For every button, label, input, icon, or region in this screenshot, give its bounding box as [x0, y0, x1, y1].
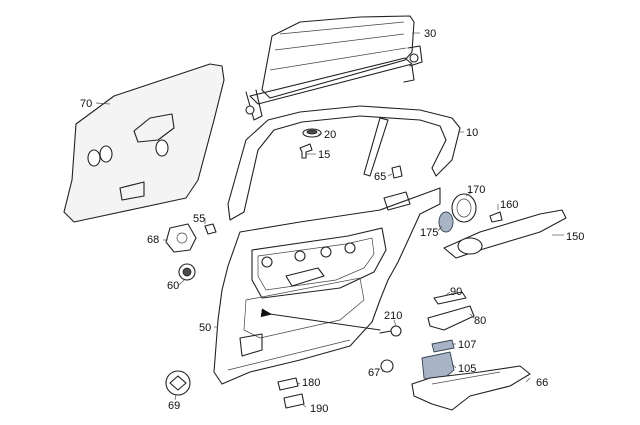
- leader-lines: [95, 32, 564, 408]
- clip-part-67: [380, 359, 394, 373]
- bracket-part-68: [165, 223, 197, 253]
- callout-20: 20: [324, 129, 336, 141]
- callout-66: 66: [536, 377, 548, 389]
- callout-labels: 30 70 10 20 15 65 170 160 175 150 55 68 …: [80, 28, 584, 415]
- callout-69: 69: [168, 400, 180, 412]
- lower-parts: [165, 370, 305, 409]
- bulb-holder-part-190: [283, 393, 305, 409]
- callout-30: 30: [424, 28, 436, 40]
- plug-part-60-center: [182, 267, 192, 277]
- callout-55: 55: [193, 213, 205, 225]
- switch-housing-part-80: [427, 305, 475, 331]
- handle-parts: [380, 291, 531, 411]
- callout-160: 160: [500, 199, 518, 211]
- door-panel-part-50: [213, 187, 441, 385]
- clip-part-160: [489, 211, 503, 223]
- callout-10: 10: [466, 127, 478, 139]
- callout-180: 180: [302, 377, 320, 389]
- speaker-part-175: [438, 211, 454, 233]
- callout-170: 170: [467, 184, 485, 196]
- speaker-cover-part-170: [451, 193, 477, 223]
- callout-15: 15: [318, 149, 330, 161]
- callout-210: 210: [384, 310, 402, 322]
- small-parts: [165, 128, 403, 281]
- clip-part-55: [204, 223, 217, 235]
- window-trim-part-10: [227, 105, 461, 221]
- callout-190: 190: [310, 403, 328, 415]
- trim-strip-speaker-ring: [457, 237, 483, 255]
- callout-70: 70: [80, 98, 92, 110]
- switch-cover-part-90: [433, 291, 467, 305]
- callout-50: 50: [199, 322, 211, 334]
- callout-80: 80: [474, 315, 486, 327]
- sun-blind-part-30: [245, 15, 423, 121]
- callout-65: 65: [374, 171, 386, 183]
- clip-part-65: [391, 165, 403, 179]
- armrest-part-66: [411, 365, 531, 411]
- callout-67: 67: [368, 367, 380, 379]
- switch-part-107: [431, 339, 455, 353]
- callout-68: 68: [147, 234, 159, 246]
- grommet-part-20-center: [306, 129, 318, 135]
- callout-107: 107: [458, 339, 476, 351]
- callout-105: 105: [458, 363, 476, 375]
- reflector-part-180: [277, 377, 299, 391]
- callout-150: 150: [566, 231, 584, 243]
- cap-part-69: [165, 370, 191, 396]
- clip-part-15: [299, 143, 313, 159]
- insulation-panel-part-70: [63, 63, 225, 223]
- bracket-part-68-hole: [176, 232, 188, 244]
- screw-part-210: [379, 325, 402, 337]
- callout-60: 60: [167, 280, 179, 292]
- assembly-arrow: [260, 308, 381, 331]
- speaker-parts: [438, 193, 567, 259]
- callout-90: 90: [450, 286, 462, 298]
- callout-175: 175: [420, 227, 438, 239]
